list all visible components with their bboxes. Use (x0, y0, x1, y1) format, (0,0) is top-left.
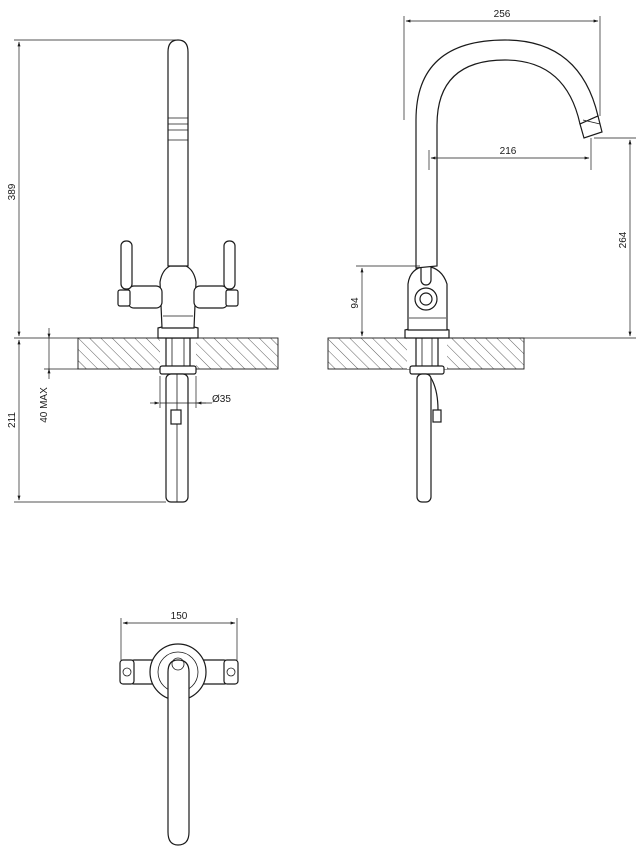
front-body (159, 265, 197, 329)
dim-216-label: 216 (500, 146, 517, 157)
side-shank (415, 337, 439, 371)
side-aerator (579, 115, 603, 139)
dim-40max-label: 40 MAX (39, 387, 50, 423)
front-spout-column (167, 39, 189, 267)
front-shank (165, 337, 191, 371)
top-right-cap (223, 659, 239, 685)
side-view (327, 39, 603, 503)
front-pipe-fitting (170, 409, 182, 425)
top-dimensions: 150 (120, 611, 238, 660)
front-dimensions: 389 211 40 MAX Ø35 (7, 39, 231, 503)
dim-389-label: 389 (7, 183, 18, 200)
dim-diameter-label: Ø35 (212, 394, 231, 405)
top-left-cap (119, 659, 135, 685)
dim-150-label: 150 (171, 611, 188, 622)
dim-211-label: 211 (7, 412, 18, 428)
front-right-lever (223, 240, 236, 290)
front-right-end-cap (225, 289, 239, 307)
front-left-arm (127, 285, 163, 309)
side-lever-knob-inner (419, 292, 433, 306)
side-pipe-fitting (432, 409, 442, 423)
dim-94-label: 94 (350, 297, 361, 309)
front-left-end-cap (117, 289, 131, 307)
side-tail-pipe (416, 373, 432, 503)
front-view (77, 39, 279, 503)
side-nut (409, 365, 445, 375)
front-right-arm (193, 285, 229, 309)
side-dimensions: 256 216 264 94 (350, 9, 636, 339)
dim-264-label: 264 (618, 231, 629, 248)
top-view (119, 643, 239, 846)
front-left-lever (120, 240, 133, 290)
front-nut (159, 365, 197, 375)
dim-256-label: 256 (494, 9, 511, 20)
top-spout (167, 659, 190, 846)
